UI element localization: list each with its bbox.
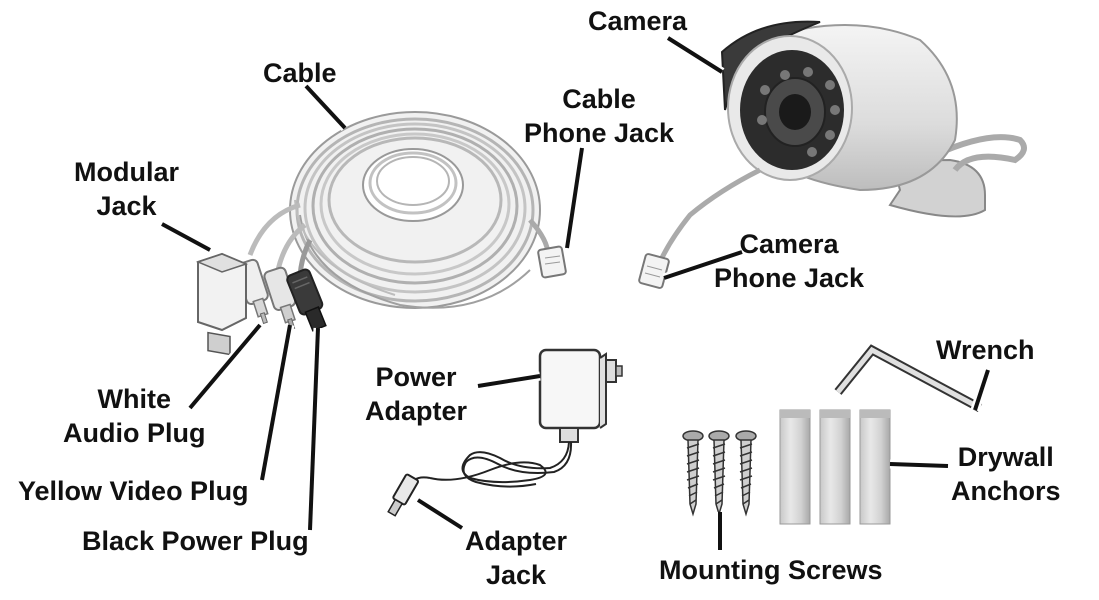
label-drywall-anchors: Drywall Anchors — [951, 440, 1061, 508]
label-power-adapter-line2: Adapter — [365, 396, 468, 426]
allen-wrench — [834, 344, 983, 412]
screw — [682, 430, 704, 517]
label-drywall-anchors-line2: Anchors — [951, 476, 1061, 506]
label-camera-phone-jack: Camera Phone Jack — [714, 227, 864, 295]
anchor — [859, 409, 891, 525]
label-camera-phone-jack-line2: Phone Jack — [714, 263, 865, 293]
anchor — [819, 409, 851, 525]
drywall-anchors — [779, 409, 891, 525]
label-modular-jack-line1: Modular — [74, 157, 179, 187]
leader-lines — [159, 34, 993, 550]
label-cable-phone-jack-line2: Phone Jack — [524, 118, 675, 148]
anchor — [779, 409, 811, 525]
adapter-jack — [387, 473, 419, 517]
label-white-audio-plug-line1: White — [97, 384, 171, 414]
label-cable-phone-jack-line1: Cable — [562, 84, 636, 114]
label-white-audio-plug-line2: Audio Plug — [63, 418, 206, 448]
mounting-screws — [682, 430, 757, 517]
cable-coil — [289, 111, 541, 309]
label-modular-jack-line2: Jack — [96, 191, 157, 221]
black-power-plug — [286, 268, 327, 332]
adapter-cord — [413, 441, 573, 488]
power-adapter — [538, 348, 623, 443]
modular-jack — [195, 252, 249, 356]
camera-phone-jack — [638, 167, 762, 289]
label-drywall-anchors-line1: Drywall — [957, 442, 1054, 472]
label-power-adapter-line1: Power — [375, 362, 457, 392]
label-adapter-jack-line2: Jack — [485, 560, 547, 590]
label-yellow-video-plug: Yellow Video Plug — [18, 476, 249, 506]
label-wrench: Wrench — [936, 335, 1035, 365]
label-modular-jack: Modular Jack — [74, 155, 179, 223]
label-white-audio-plug: White Audio Plug — [63, 382, 205, 450]
label-mounting-screws: Mounting Screws — [659, 555, 883, 585]
screw — [735, 430, 757, 517]
label-power-adapter: Power Adapter — [365, 360, 467, 428]
screw — [708, 430, 730, 517]
label-cable-phone-jack: Cable Phone Jack — [524, 82, 674, 150]
label-camera-phone-jack-line1: Camera — [739, 229, 839, 259]
label-adapter-jack-line1: Adapter — [465, 526, 568, 556]
label-camera: Camera — [588, 6, 688, 36]
bullet-camera — [720, 20, 1027, 218]
label-adapter-jack: Adapter Jack — [465, 524, 567, 592]
label-cable: Cable — [263, 58, 337, 88]
cable-phone-jack — [528, 218, 567, 279]
label-black-power-plug: Black Power Plug — [82, 526, 309, 556]
